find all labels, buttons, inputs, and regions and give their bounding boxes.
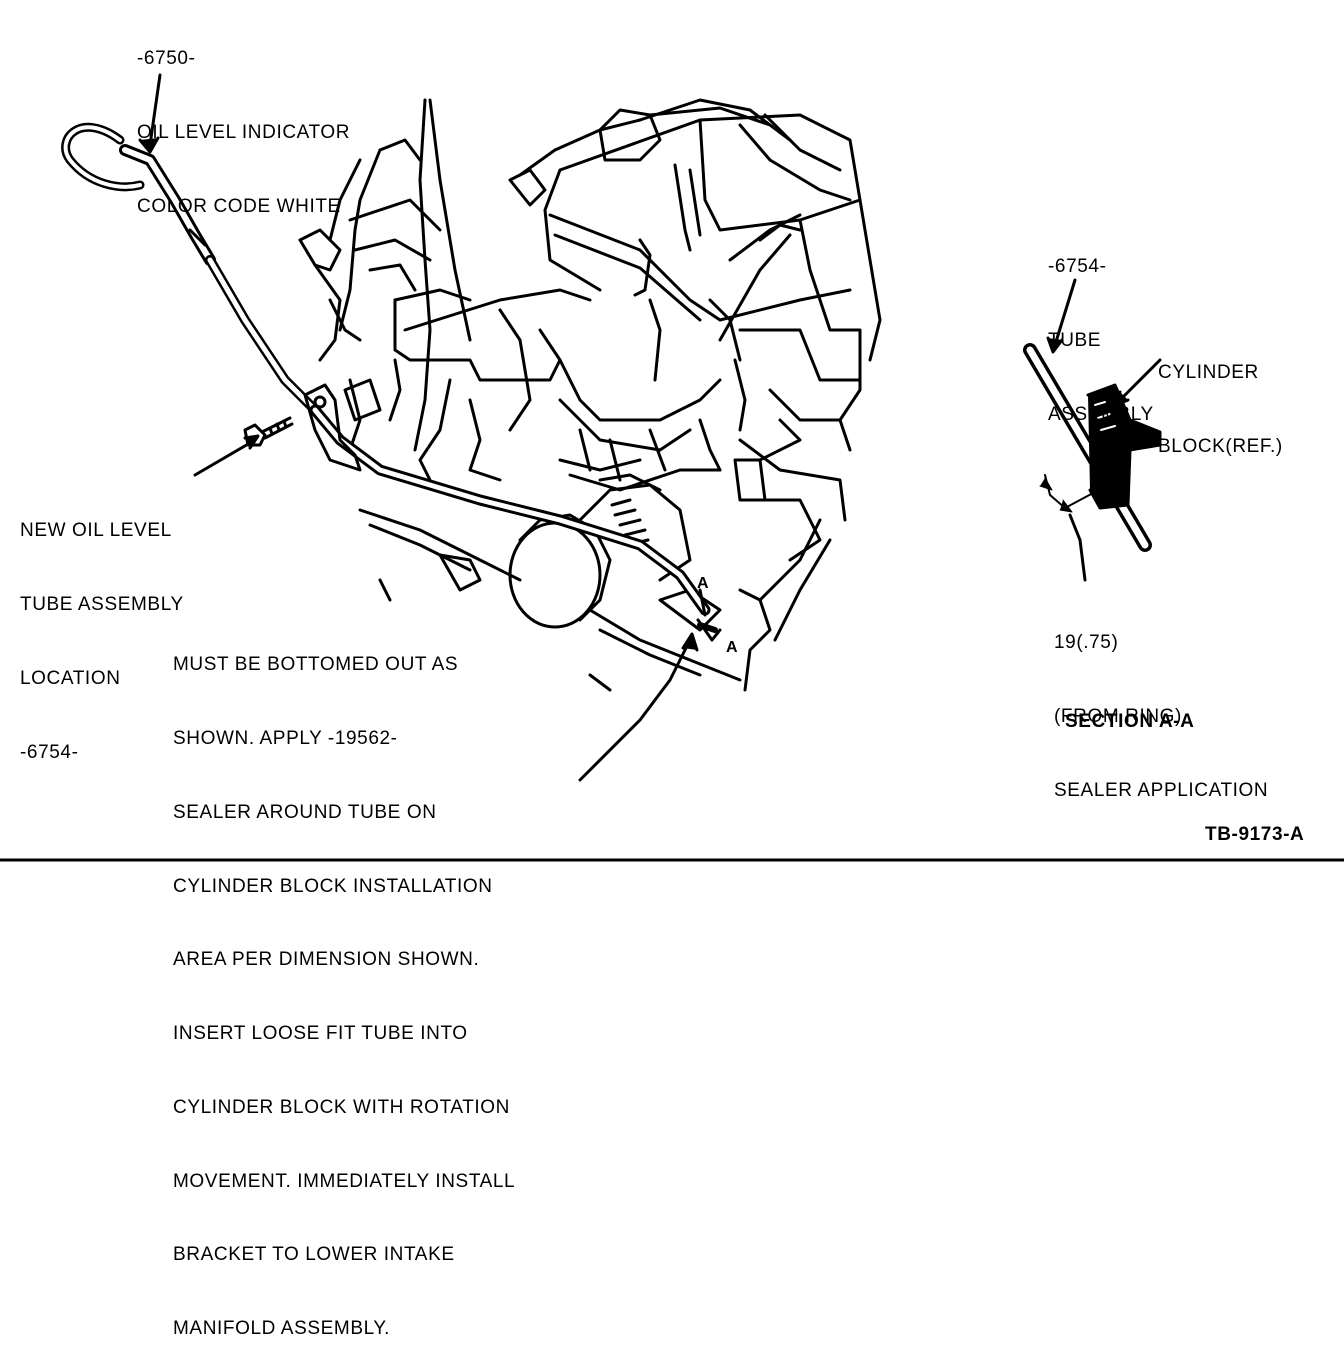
- callout-line: MANIFOLD ASSEMBLY.: [173, 1318, 391, 1340]
- callout-line: AREA PER DIMENSION SHOWN.: [173, 949, 480, 971]
- callout-line: INSERT LOOSE FIT TUBE INTO: [173, 1023, 468, 1045]
- callout-line: BLOCK(REF.): [1158, 435, 1283, 457]
- engine-illustration: A A: [0, 73, 1344, 862]
- section-marker-lower: A: [726, 639, 738, 656]
- section-a-a-drawing: [1023, 343, 1162, 552]
- tube-assembly-callout: -6754- TUBE ASSEMBLY: [1048, 206, 1154, 452]
- callout-line: TUBE ASSEMBLY: [20, 593, 184, 615]
- callout-line: BRACKET TO LOWER INTAKE: [173, 1244, 455, 1266]
- new-tube-location-callout: NEW OIL LEVEL TUBE ASSEMBLY LOCATION -67…: [20, 470, 184, 790]
- engine-block-drawing: [508, 98, 882, 562]
- intake-manifold-drawing: [298, 98, 767, 502]
- callout-line: -6754-: [1048, 256, 1107, 278]
- section-title: SECTION A-A: [1065, 711, 1195, 732]
- callout-line: -6750-: [137, 48, 196, 70]
- oil-level-indicator-drawing: [61, 122, 320, 415]
- callout-line: 19(.75): [1054, 632, 1119, 654]
- callout-line: NEW OIL LEVEL: [20, 520, 172, 542]
- callout-line: -6754-: [20, 741, 79, 763]
- callout-line: SHOWN. APPLY -19562-: [173, 727, 398, 749]
- callout-line: CYLINDER BLOCK INSTALLATION: [173, 875, 493, 897]
- callout-line: OIL LEVEL INDICATOR: [137, 121, 351, 143]
- install-note-callout: MUST BE BOTTOMED OUT AS SHOWN. APPLY -19…: [173, 604, 515, 1366]
- sealer-application-callout: 19(.75) (FROM RING) SEALER APPLICATION: [1054, 582, 1268, 828]
- callout-line: MUST BE BOTTOMED OUT AS: [173, 654, 459, 676]
- oil-level-tube-drawing: [303, 383, 711, 616]
- cylinder-block-callout: CYLINDER BLOCK(REF.): [1158, 312, 1283, 484]
- callout-line: SEALER AROUND TUBE ON: [173, 801, 437, 823]
- callout-line: (FROM RING): [1054, 705, 1182, 727]
- callout-line: ASSEMBLY: [1048, 403, 1154, 425]
- section-arrows: [696, 588, 722, 642]
- callout-line: TUBE: [1048, 329, 1102, 351]
- callout-line: SEALER APPLICATION: [1054, 779, 1269, 801]
- callout-line: CYLINDER BLOCK WITH ROTATION: [173, 1096, 511, 1118]
- section-marker-upper: A: [697, 575, 709, 592]
- figure-id: TB-9173-A: [1205, 824, 1305, 845]
- callout-line: COLOR CODE WHITE: [137, 195, 341, 217]
- leader-lines: [138, 73, 1162, 782]
- oil-level-indicator-callout: -6750- OIL LEVEL INDICATOR COLOR CODE WH…: [137, 0, 350, 244]
- callout-line: LOCATION: [20, 667, 121, 689]
- callout-line: CYLINDER: [1158, 362, 1259, 384]
- callout-line: MOVEMENT. IMMEDIATELY INSTALL: [173, 1170, 516, 1192]
